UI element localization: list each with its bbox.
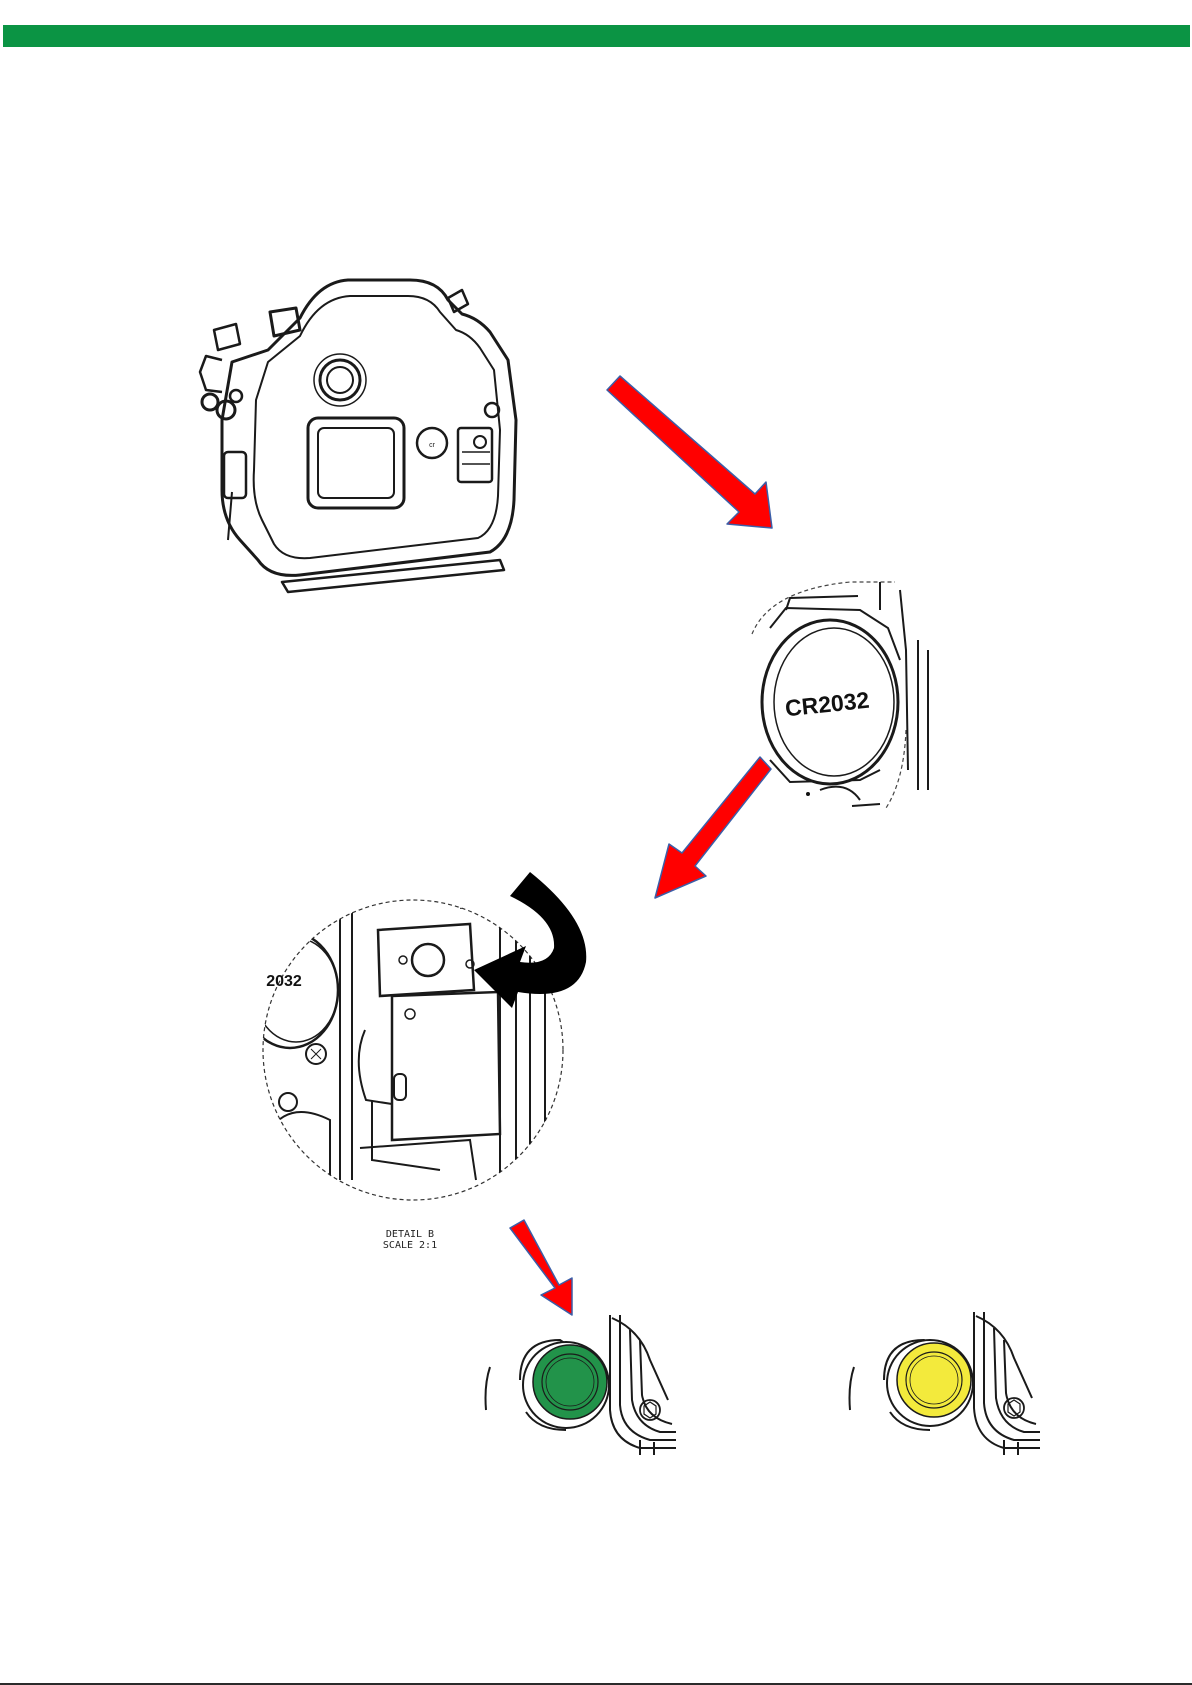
detail-caption: DETAIL B SCALE 2:1 xyxy=(383,1229,437,1251)
camera-housing-illustration: cr xyxy=(200,280,516,592)
switch-detail-illustration: 2032 xyxy=(242,900,563,1200)
arrow-2-icon xyxy=(655,757,771,898)
indicator-panel-green xyxy=(486,1315,677,1455)
arrow-1-icon xyxy=(607,376,772,528)
detail-line-1: DETAIL B xyxy=(386,1229,434,1240)
indicator-panel-yellow xyxy=(850,1312,1041,1455)
detail-line-2: SCALE 2:1 xyxy=(383,1240,437,1251)
arrow-3-icon xyxy=(510,1220,572,1315)
indicator-yellow-icon xyxy=(897,1343,971,1417)
battery-partial-label: 2032 xyxy=(266,973,302,990)
battery-detail-illustration: CR2032 xyxy=(752,582,928,808)
svg-text:cr: cr xyxy=(429,442,436,449)
indicator-green-icon xyxy=(533,1345,607,1419)
